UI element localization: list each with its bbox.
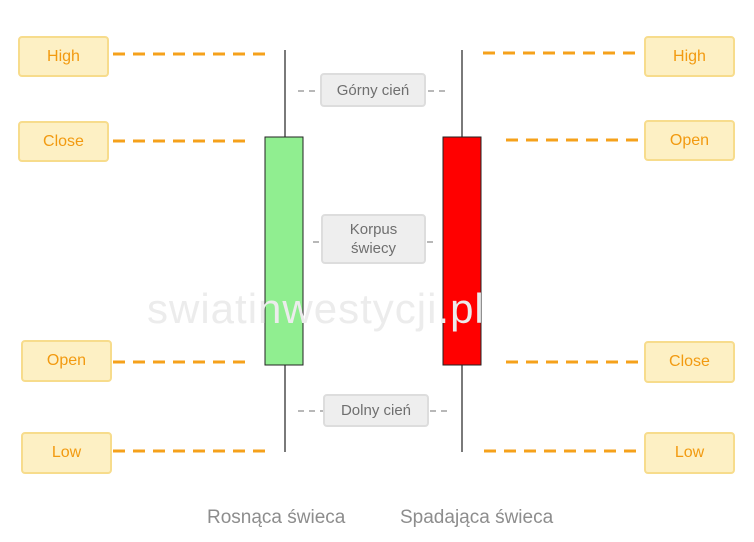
tag-right-low: Low [644, 432, 735, 474]
label-upper-shadow: Górny cień [320, 73, 426, 107]
tag-right-close: Close [644, 341, 735, 383]
tag-left-low: Low [21, 432, 112, 474]
label-lower-shadow: Dolny cień [323, 394, 429, 427]
watermark: swiatinwestycji.pl [147, 285, 485, 332]
tag-left-open: Open [21, 340, 112, 382]
caption-bullish-candle: Rosnąca świeca [207, 507, 346, 528]
left-candle-body [264, 136, 304, 366]
tag-right-high: High [644, 36, 735, 77]
tag-right-open: Open [644, 120, 735, 161]
label-candle-body: Korpus świecy [321, 214, 426, 264]
caption-bearish-candle: Spadająca świeca [400, 507, 554, 528]
right-candle-body [442, 136, 482, 366]
tag-left-high: High [18, 36, 109, 77]
tag-left-close: Close [18, 121, 109, 162]
